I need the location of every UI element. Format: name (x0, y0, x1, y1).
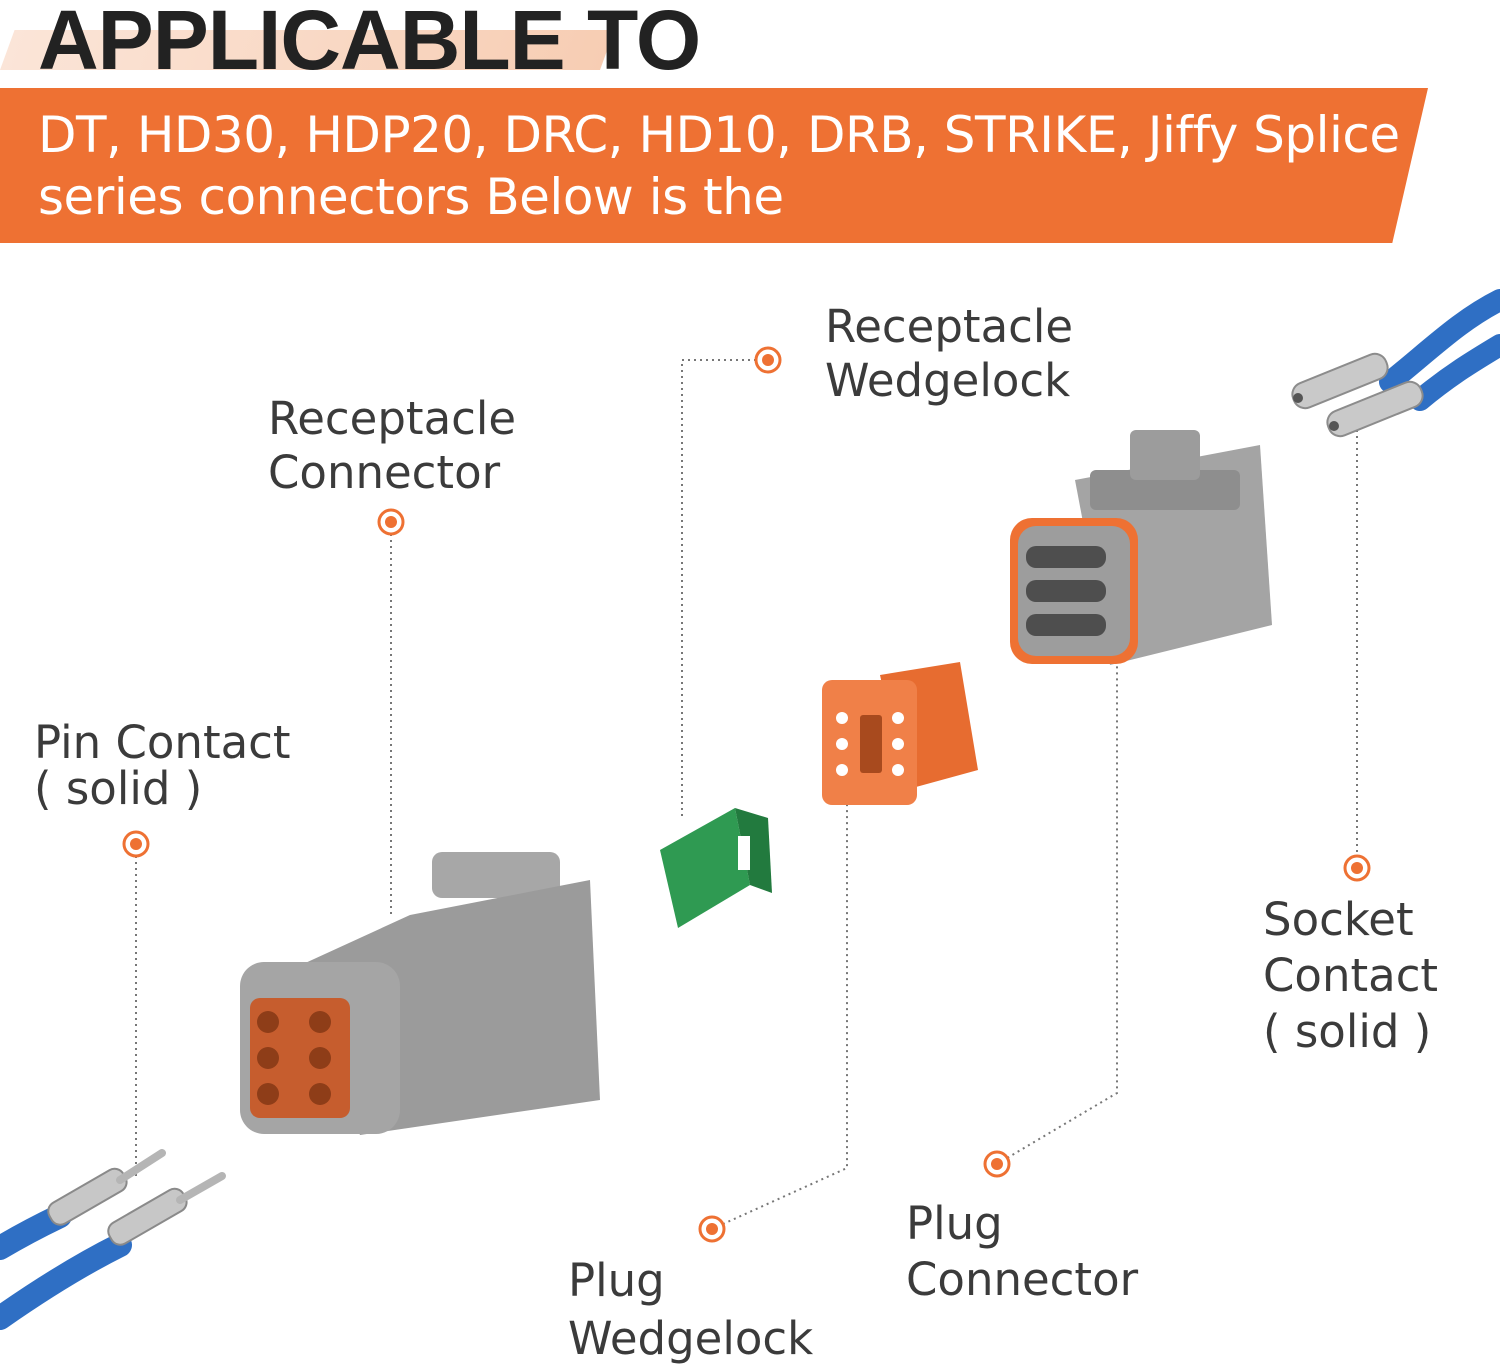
orange-banner (0, 88, 1428, 243)
leader-line-plug-connector (996, 650, 1118, 1165)
marker-pin-contact (122, 830, 150, 858)
label-receptacle-connector: Receptacle Connector (268, 392, 517, 499)
label-socket-contact: Socket Contact ( solid ) (1263, 893, 1439, 1058)
marker-receptacle-connector (377, 508, 405, 536)
label-pin-contact: Pin Contact ( solid ) (34, 716, 291, 815)
plug-wedgelock-image (822, 662, 978, 805)
receptacle-connector-image (240, 852, 600, 1135)
marker-plug-wedgelock (698, 1215, 726, 1243)
label-receptacle-wedgelock: Receptacle Wedgelock (825, 300, 1074, 407)
marker-dots (122, 346, 1371, 1243)
receptacle-wedgelock-image (660, 808, 772, 928)
marker-socket-contact (1343, 854, 1371, 882)
label-plug-wedgelock: Plug Wedgelock (568, 1254, 814, 1365)
leader-line-plug-wedgelock (711, 805, 848, 1230)
socket-contact-image (1291, 289, 1500, 438)
page-title: APPLICABLE TO (38, 0, 701, 87)
marker-receptacle-wedgelock (754, 346, 782, 374)
plug-connector-image (1010, 430, 1272, 665)
marker-plug-connector (983, 1150, 1011, 1178)
leader-line-receptacle-wedgelock (681, 359, 768, 820)
banner-text: DT, HD30, HDP20, DRC, HD10, DRB, STRIKE,… (38, 106, 1400, 226)
pin-contact-image (0, 1149, 226, 1330)
label-plug-connector: Plug Connector (906, 1197, 1139, 1306)
